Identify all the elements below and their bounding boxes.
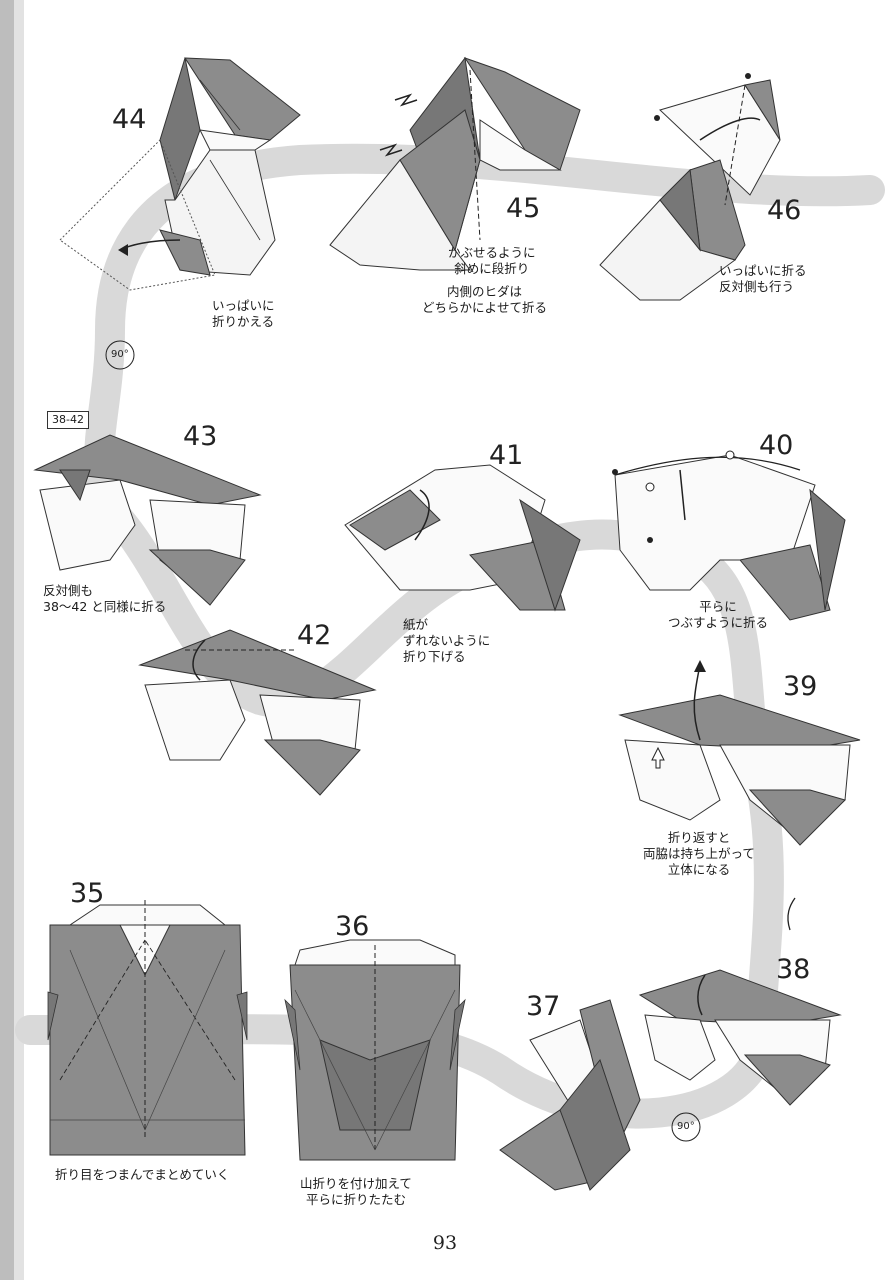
reference-box: 38-42 <box>47 411 89 429</box>
rotate-indicator-top <box>105 340 135 370</box>
step-number-40: 40 <box>759 430 794 461</box>
step-42-figure <box>138 629 377 796</box>
rotate-indicator-bottom <box>671 1112 701 1142</box>
step-46-figure <box>599 73 781 301</box>
caption-step-45-a: かぶせるように 斜めに段折り <box>448 245 536 276</box>
step-43-figure <box>33 434 262 606</box>
binding-shadow-soft <box>14 0 24 1280</box>
binding-shadow <box>0 0 14 1280</box>
caption-step-35: 折り目をつまんでまとめていく <box>55 1167 230 1182</box>
step-37-figure <box>499 999 641 1191</box>
step-45-figure <box>329 56 581 271</box>
flow-arrow-up <box>787 897 796 931</box>
caption-step-36: 山折りを付け加えて 平らに折りたたむ <box>300 1176 412 1207</box>
page-number: 93 <box>432 1232 458 1254</box>
step-number-42: 42 <box>297 620 332 651</box>
step-44-figure <box>59 57 301 291</box>
step-number-43: 43 <box>183 421 218 452</box>
step-36-figure <box>284 939 466 1161</box>
caption-step-39: 折り返すと 両脇は持ち上がって 立体になる <box>643 830 755 877</box>
step-number-38: 38 <box>776 954 811 985</box>
step-40-figure <box>612 450 846 621</box>
step-39-figure <box>618 660 861 846</box>
step-number-46: 46 <box>767 195 802 226</box>
caption-step-45-b: 内側のヒダは どちらかによせて折る <box>422 284 548 315</box>
rotate-label-top: 90° <box>111 349 129 360</box>
step-38-figure <box>638 969 842 1106</box>
caption-step-44: いっぱいに 折りかえる <box>212 298 275 329</box>
step-number-41: 41 <box>489 440 524 471</box>
caption-step-43: 反対側も 38～42 と同様に折る <box>43 583 167 614</box>
step-number-39: 39 <box>783 671 818 702</box>
step-35-figure <box>47 900 248 1156</box>
rotate-label-bottom: 90° <box>677 1121 695 1132</box>
step-41-figure <box>344 464 581 612</box>
step-number-45: 45 <box>506 193 541 224</box>
caption-step-41: 紙が ずれないように 折り下げる <box>403 617 491 664</box>
step-number-37: 37 <box>526 991 561 1022</box>
step-number-44: 44 <box>112 104 147 135</box>
step-number-35: 35 <box>70 878 105 909</box>
caption-step-40: 平らに つぶすように折る <box>668 599 769 630</box>
caption-step-46: いっぱいに折る 反対側も行う <box>719 263 807 294</box>
step-number-36: 36 <box>335 911 370 942</box>
